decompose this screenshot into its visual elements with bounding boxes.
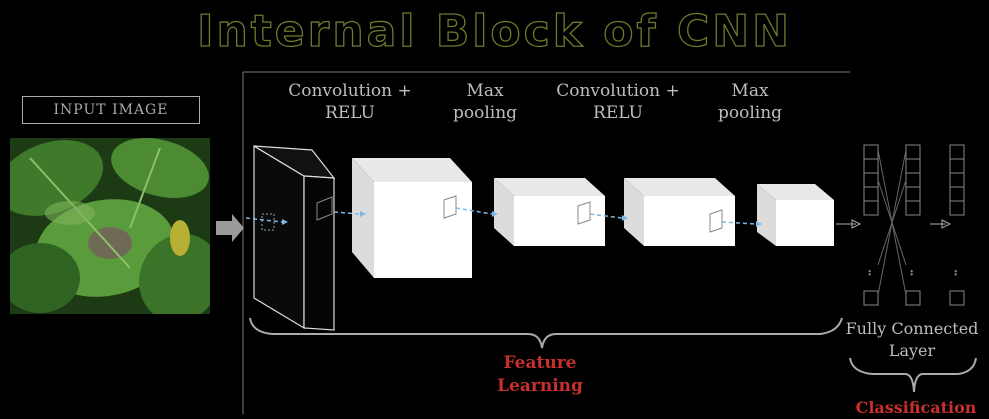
connection-arrow bbox=[589, 213, 623, 219]
stage-label-line: pooling bbox=[452, 103, 518, 123]
connection-arrow bbox=[455, 207, 493, 215]
fc-node bbox=[905, 200, 921, 216]
fully-connected-columns: ::: bbox=[863, 144, 965, 306]
fc-label-line: Fully Connected bbox=[845, 319, 979, 338]
stage-label: Convolution + RELU bbox=[548, 80, 688, 124]
fc-node bbox=[863, 290, 879, 306]
conv-layer-slab bbox=[253, 144, 336, 331]
fc-node bbox=[905, 144, 921, 160]
fc-node bbox=[863, 158, 879, 174]
fc-node bbox=[863, 186, 879, 202]
connection-arrowhead bbox=[756, 221, 762, 227]
stage-label: Max pooling bbox=[700, 80, 800, 124]
input-image-label: INPUT IMAGE bbox=[22, 96, 200, 124]
fc-node bbox=[863, 200, 879, 216]
input-leaf-image bbox=[10, 138, 210, 314]
fc-node bbox=[905, 186, 921, 202]
stage-label: Max pooling bbox=[430, 80, 540, 124]
connection-arrowhead bbox=[282, 219, 288, 225]
fully-connected-label: Fully Connected Layer bbox=[836, 318, 988, 362]
connection-arrowhead bbox=[360, 211, 366, 217]
feature-learning-label: Feature Learning bbox=[480, 352, 600, 398]
feature-learning-line: Learning bbox=[497, 376, 583, 396]
fc-node bbox=[905, 158, 921, 174]
connection-arrows bbox=[245, 207, 757, 225]
connection-arrowhead bbox=[492, 211, 498, 217]
fc-node bbox=[905, 172, 921, 188]
stage-label: Convolution + RELU bbox=[280, 80, 420, 124]
classification-label: Classification bbox=[855, 398, 977, 417]
fc-node bbox=[949, 186, 965, 202]
stage-label-line: pooling bbox=[717, 103, 783, 123]
feature-block-4 bbox=[709, 184, 834, 246]
fc-node bbox=[949, 144, 965, 160]
classification-brace bbox=[849, 357, 977, 393]
feature-learning-brace bbox=[249, 317, 843, 349]
stage-label-line: Max bbox=[731, 81, 769, 101]
fc-ellipsis: : bbox=[868, 267, 871, 278]
fc-node bbox=[949, 290, 965, 306]
fc-node bbox=[949, 172, 965, 188]
fc-ellipsis: : bbox=[910, 267, 913, 278]
stage-label-line: Convolution + bbox=[556, 81, 680, 101]
fc-node bbox=[949, 158, 965, 174]
input-arrow bbox=[216, 214, 244, 242]
fc-node bbox=[863, 172, 879, 188]
feature-block-2 bbox=[443, 178, 605, 246]
diagram-title: Internal Block of CNN bbox=[196, 5, 792, 57]
connection-arrow bbox=[721, 221, 757, 225]
fc-label-line: Layer bbox=[888, 341, 936, 360]
fc-cross-links bbox=[877, 149, 907, 296]
feature-block-3 bbox=[577, 178, 735, 246]
stage-label-line: RELU bbox=[593, 103, 643, 123]
connection-arrow bbox=[245, 217, 283, 223]
feature-block-1 bbox=[316, 158, 472, 278]
fc-ellipsis: : bbox=[954, 267, 957, 278]
stage-label-line: Convolution + bbox=[288, 81, 412, 101]
connection-arrowhead bbox=[622, 215, 628, 221]
stage-label-line: RELU bbox=[325, 103, 375, 123]
fc-node bbox=[905, 290, 921, 306]
stage-label-line: Max bbox=[466, 81, 504, 101]
fc-node bbox=[949, 200, 965, 216]
connection-arrow bbox=[333, 211, 361, 215]
feature-learning-line: Feature bbox=[503, 353, 577, 373]
fc-node bbox=[863, 144, 879, 160]
